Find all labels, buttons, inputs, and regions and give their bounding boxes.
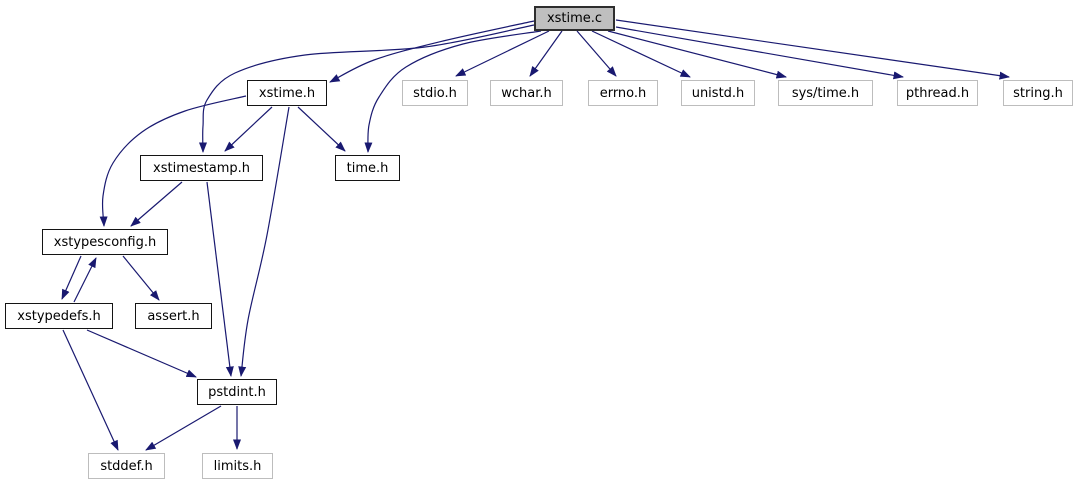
node-sys_time_h: sys/time.h [778,80,873,106]
node-limits_h: limits.h [202,453,273,479]
edge-xstime_c-to-xstimestamp_h [198,24,535,153]
node-xstime_h[interactable]: xstime.h [247,80,327,106]
node-string_h: string.h [1003,80,1073,106]
edge-xstime_h-to-pstdint_h [238,106,290,377]
edge-xstime_c-to-wchar_h [529,30,563,77]
node-xstime_c: xstime.c [534,6,615,31]
node-xstypedefs_h[interactable]: xstypedefs.h [5,303,113,329]
edge-xstime_c-to-stdio_h [455,30,550,77]
edge-pstdint_h-to-stddef_h [145,405,222,451]
edge-xstime_c-to-pthread_h [615,26,904,80]
edge-xstime_h-to-xstimestamp_h [224,106,273,152]
edge-xstime_h-to-xstypesconfig_h [99,95,247,227]
edge-xstimestamp_h-to-xstypesconfig_h [130,181,183,227]
node-errno_h: errno.h [588,80,658,106]
edge-xstime_h-to-time_h [297,106,346,152]
edge-xstypesconfig_h-to-xstypedefs_h [61,255,82,300]
node-stddef_h: stddef.h [88,453,165,479]
node-xstimestamp_h[interactable]: xstimestamp.h [140,155,263,181]
edge-xstime_c-to-unistd_h [591,30,691,78]
node-unistd_h: unistd.h [681,80,755,106]
edge-xstime_c-to-string_h [615,19,1010,80]
node-pthread_h: pthread.h [897,80,978,106]
node-assert_h[interactable]: assert.h [135,303,212,329]
edge-xstypedefs_h-to-stddef_h [62,329,119,451]
edge-xstypedefs_h-to-pstdint_h [86,329,197,378]
edge-xstimestamp_h-to-pstdint_h [206,181,234,377]
node-xstypesconfig_h[interactable]: xstypesconfig.h [42,229,168,255]
edge-xstime_c-to-errno_h [576,30,617,77]
edge-xstime_c-to-time_h [364,30,542,153]
node-time_h[interactable]: time.h [335,155,400,181]
edge-xstypesconfig_h-to-assert_h [122,255,160,301]
node-pstdint_h[interactable]: pstdint.h [197,379,277,405]
edge-xstime_c-to-sys_time_h [607,30,787,79]
edge-xstypedefs_h-to-xstypesconfig_h [73,257,97,303]
node-wchar_h: wchar.h [490,80,563,106]
node-stdio_h: stdio.h [402,80,468,106]
